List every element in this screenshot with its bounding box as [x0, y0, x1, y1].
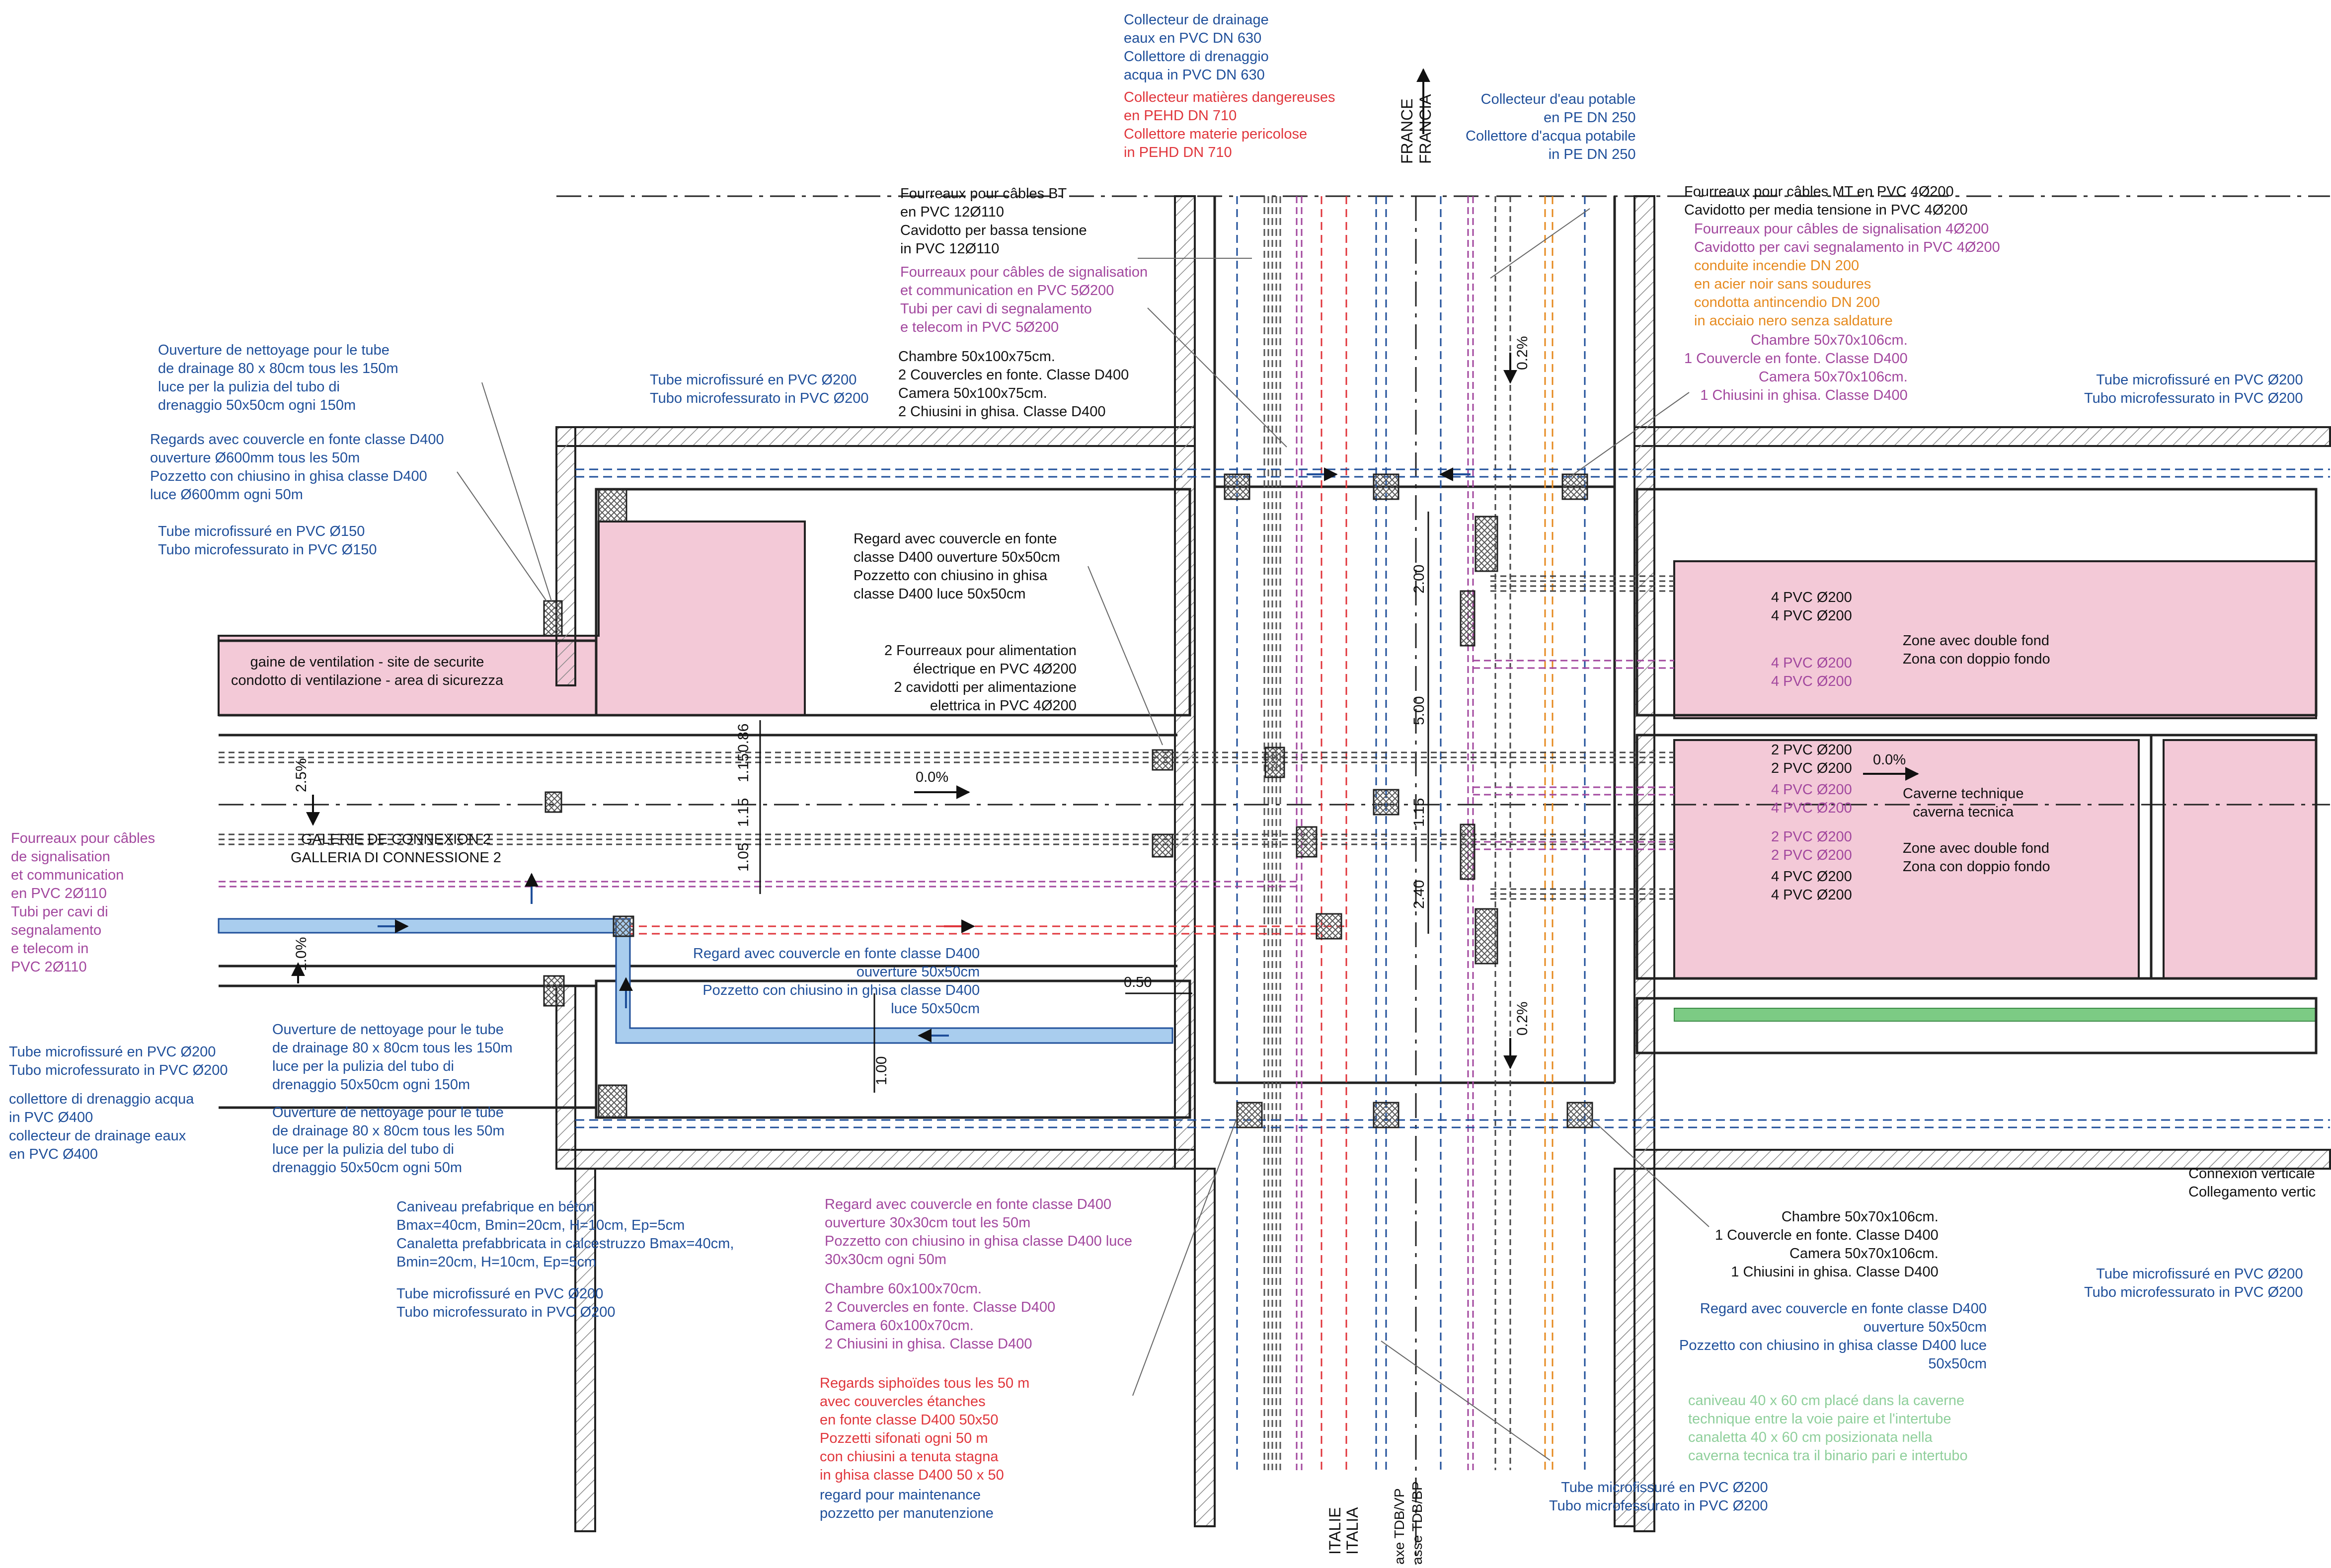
dim-1-15-a: 1.15 — [735, 753, 752, 782]
slope-2-5: 2.5% — [293, 758, 310, 792]
label-asse-tdb-bp: asse TDB/BP — [1409, 1481, 1425, 1565]
label-conduite-incendie: conduite incendie DN 200 en acier noir s… — [1694, 258, 1893, 329]
label-italie: ITALIE — [1326, 1507, 1344, 1555]
slope-0-0-right: 0.0% — [1873, 752, 1906, 768]
label-fourreaux-signal-5: Fourreaux pour câbles de signalisation e… — [900, 264, 1148, 335]
technical-cavern-zone-a — [1673, 739, 2140, 979]
dimension-lines — [759, 512, 1429, 1093]
slope-0-0-left: 0.0% — [916, 769, 949, 785]
label-fourreaux-alim: 2 Fourreaux pour alimentation électrique… — [884, 643, 1077, 714]
axes — [219, 195, 2330, 1565]
label-ouverture-150: Ouverture de nettoyage pour le tube de d… — [272, 1022, 513, 1093]
label-connexion-verticale: Connexion verticale Collegamento vertic — [2188, 1166, 2316, 1200]
label-fourreaux-mt: Fourreaux pour câbles MT en PVC 4Ø200 Ca… — [1684, 184, 1968, 218]
label-pvc-4-a: 4 PVC Ø200 4 PVC Ø200 — [1771, 590, 1852, 624]
label-tube-micro-bottom-mid: Tube microfissuré en PVC Ø200 Tubo micro… — [396, 1286, 616, 1320]
label-tube-micro-top-left: Tube microfissuré en PVC Ø200 Tubo micro… — [650, 372, 869, 406]
label-axe-tdb-vp: axe TDB/VP — [1392, 1488, 1407, 1565]
label-fourreaux-signal-4: Fourreaux pour câbles de signalisation 4… — [1694, 221, 2000, 255]
label-italia: ITALIA — [1343, 1507, 1361, 1555]
dim-0-50: 0.50 — [1124, 974, 1152, 990]
label-caniveau: Caniveau prefabrique en béton Bmax=40cm,… — [396, 1199, 734, 1270]
structure-lines — [219, 196, 2318, 1119]
label-france: FRANCE — [1398, 98, 1416, 164]
label-tube-micro-top-right: Tube microfissuré en PVC Ø200 Tubo micro… — [2084, 372, 2303, 406]
label-francia: FRANCIA — [1416, 94, 1434, 164]
label-collecteur-400: collettore di drenaggio acqua in PVC Ø40… — [9, 1091, 194, 1162]
dim-2-00: 2.00 — [1411, 564, 1427, 594]
label-pvc-2-b: 2 PVC Ø200 2 PVC Ø200 — [1771, 829, 1852, 863]
manholes — [543, 473, 1593, 1128]
slope-1-0: 1.0% — [293, 937, 310, 971]
label-regard-50-right: Regard avec couvercle en fonte classe D4… — [1679, 1301, 1987, 1372]
pink-zones — [218, 521, 2317, 979]
label-gaine-ventilation: gaine de ventilation - site de securite … — [231, 654, 504, 688]
label-chambre-bottom-right: Chambre 50x70x106cm. 1 Couvercle en font… — [1715, 1209, 1939, 1280]
dim-2-40: 2.40 — [1411, 880, 1427, 909]
vertical-utilities — [1236, 196, 1586, 1470]
label-ouverture-50: Ouverture de nettoyage pour le tube de d… — [272, 1105, 505, 1176]
label-eau-potable: Collecteur d'eau potable en PE DN 250 Co… — [1466, 91, 1636, 162]
label-pvc-4-b: 4 PVC Ø200 4 PVC Ø200 — [1771, 655, 1852, 689]
label-caverne-technique: Caverne technique caverna tecnica — [1903, 786, 2024, 820]
dim-1-15-r: 1.15 — [1411, 798, 1427, 827]
horizontal-utilities — [219, 468, 2330, 1128]
label-zone-double-2: Zone avec double fond Zona con doppio fo… — [1903, 840, 2050, 875]
label-tube-micro-bottom-right: Tube microfissuré en PVC Ø200 Tubo micro… — [2084, 1266, 2303, 1300]
dim-1-00: 1.00 — [873, 1056, 890, 1085]
technical-cavern-zone-b — [2163, 739, 2317, 979]
dim-1-15-b: 1.15 — [735, 798, 752, 827]
label-ouverture-top: Ouverture de nettoyage pour le tube de d… — [158, 342, 398, 413]
label-regard-maintenance: regard pour maintenance pozzetto per man… — [820, 1487, 994, 1521]
label-chambre-60: Chambre 60x100x70cm. 2 Couvercles en fon… — [825, 1281, 1056, 1352]
label-regards-600: Regards avec couvercle en fonte classe D… — [150, 432, 444, 503]
label-regard-50-lower: Regard avec couvercle en fonte classe D4… — [693, 946, 980, 1017]
dim-1-05: 1.05 — [735, 842, 752, 872]
label-tube-micro-bottom-left: Tube microfissuré en PVC Ø200 Tubo micro… — [9, 1044, 228, 1078]
label-chambre-top-mid: Chambre 50x100x75cm. 2 Couvercles en fon… — [898, 349, 1129, 420]
label-tube-micro-150: Tube microfissuré en PVC Ø150 Tubo micro… — [158, 523, 377, 558]
dim-5-00: 5.00 — [1411, 696, 1427, 725]
label-regard-30: Regard avec couvercle en fonte classe D4… — [825, 1196, 1133, 1268]
slope-0-2-top: 0.2% — [1514, 336, 1531, 370]
label-pvc-2-a: 2 PVC Ø200 2 PVC Ø200 — [1771, 742, 1852, 776]
flow-arrows — [291, 68, 1919, 1069]
leader-lines — [457, 208, 1709, 1461]
label-chambre-top-right: Chambre 50x70x106cm. 1 Couvercle en font… — [1684, 332, 1908, 403]
dim-0-86: 0.86 — [735, 723, 752, 752]
label-fourreaux-bt: Fourreaux pour câbles BT en PVC 12Ø110 C… — [900, 186, 1087, 257]
label-collecteur-drainage: Collecteur de drainage eaux en PVC DN 63… — [1124, 12, 1269, 83]
label-collecteur-dangereuses: Collecteur matières dangereuses en PEHD … — [1124, 89, 1335, 160]
label-caniveau-green: caniveau 40 x 60 cm placé dans la cavern… — [1688, 1393, 1968, 1464]
label-pvc-4-c: 4 PVC Ø200 4 PVC Ø200 — [1771, 782, 1852, 816]
green-channel — [1674, 1008, 2317, 1022]
label-pvc-4-d: 4 PVC Ø200 4 PVC Ø200 — [1771, 869, 1852, 903]
double-floor-zone-top — [1673, 560, 2317, 719]
slope-0-2-bottom: 0.2% — [1514, 1001, 1531, 1036]
label-regards-siphoides: Regards siphoïdes tous les 50 m avec cou… — [820, 1375, 1030, 1483]
label-fourreaux-signal-2: Fourreaux pour câbles de signalisation e… — [11, 830, 155, 975]
label-regard-50-mid: Regard avec couvercle en fonte classe D4… — [854, 531, 1060, 602]
label-zone-double-1: Zone avec double fond Zona con doppio fo… — [1903, 633, 2050, 667]
label-galerie: GALERIE DE CONNEXION 2 GALLERIA DI CONNE… — [291, 831, 501, 866]
label-tube-micro-bottom-center: Tube microfissuré en PVC Ø200 Tubo micro… — [1549, 1480, 1768, 1514]
